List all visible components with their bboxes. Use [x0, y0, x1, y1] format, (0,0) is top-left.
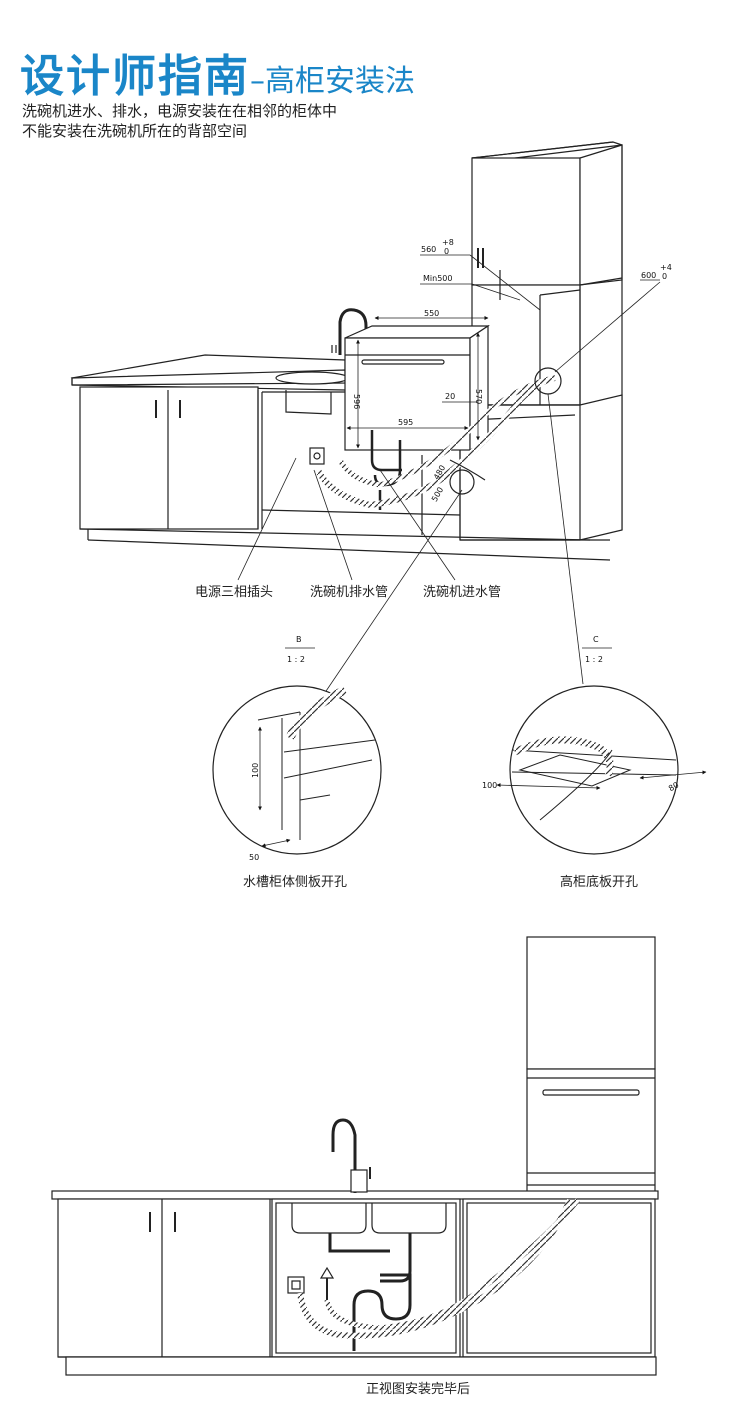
- dim-596: 596: [352, 394, 361, 409]
- dim-550: 550: [424, 309, 439, 318]
- dim-600-tol-bot: 0: [662, 272, 667, 281]
- callout-leaders: [237, 393, 584, 701]
- detail-b-dim-100: 100: [251, 763, 260, 778]
- isometric-view: [70, 141, 661, 561]
- detail-c-dim-80: 80: [667, 780, 680, 793]
- detail-b: B 1 : 2 100 50 水槽柜体侧板开孔: [212, 635, 382, 890]
- dim-570: 570: [474, 389, 483, 404]
- detail-b-dim-50: 50: [249, 853, 259, 862]
- dim-min500: Min500: [423, 274, 452, 283]
- detail-c-caption: 高柜底板开孔: [560, 874, 638, 890]
- dim-595: 595: [398, 418, 413, 427]
- page-title: 设计师指南–高柜安装法: [20, 40, 415, 104]
- title-main: 设计师指南: [20, 51, 250, 102]
- detail-b-caption: 水槽柜体侧板开孔: [243, 875, 347, 890]
- front-view: [51, 936, 659, 1376]
- dim-600-tol-top: +4: [660, 263, 672, 272]
- dishwasher: [344, 324, 490, 452]
- dim-560: 560: [421, 245, 436, 254]
- dim-600: 600: [641, 271, 656, 280]
- base-cabinets: [79, 386, 611, 561]
- power-outlet-icon: [313, 452, 321, 460]
- callout-inlet-hose: 洗碗机进水管: [423, 584, 501, 600]
- detail-b-scale: 1 : 2: [287, 655, 305, 664]
- instruction-line-2: 不能安装在洗碗机所在的背部空间: [22, 122, 248, 140]
- callout-power-plug: 电源三相插头: [195, 585, 273, 600]
- hoses: [315, 375, 556, 509]
- instruction-line-1: 洗碗机进水、排水，电源安装在在相邻的柜体中: [22, 102, 338, 120]
- dim-560-tol-top: +8: [442, 238, 454, 247]
- tall-cabinet: [459, 141, 623, 541]
- detail-c-letter: C: [593, 635, 599, 644]
- dim-20: 20: [445, 392, 455, 401]
- power-outlet-box: [309, 447, 325, 465]
- detail-c-scale: 1 : 2: [585, 655, 603, 664]
- detail-c: C 1 : 2 100 80 高柜底板开孔: [482, 635, 707, 890]
- detail-b-letter: B: [296, 635, 302, 644]
- callout-drain-hose: 洗碗机排水管: [310, 584, 388, 600]
- dimension-lines: [346, 254, 661, 449]
- dim-560-tol-bot: 0: [444, 247, 449, 256]
- detail-c-dim-100: 100: [482, 781, 497, 790]
- detail-marker-b: [449, 469, 475, 495]
- front-view-caption: 正视图安装完毕后: [366, 1382, 470, 1397]
- title-sub: –高柜安装法: [250, 64, 415, 99]
